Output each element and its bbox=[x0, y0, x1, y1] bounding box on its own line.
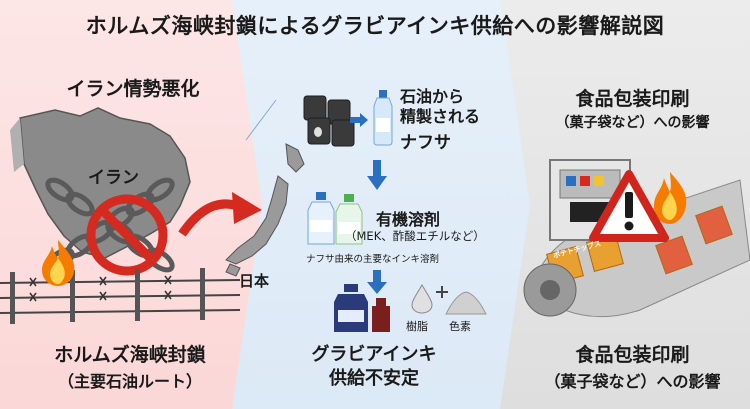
plus-icon bbox=[436, 286, 448, 298]
crude-oil-label: 石油から 精製される bbox=[400, 87, 480, 127]
resin-drop-icon bbox=[411, 284, 433, 314]
japan-label: 日本 bbox=[239, 272, 270, 290]
ink-bottles-icon bbox=[334, 284, 390, 332]
pigment-label: 色素 bbox=[449, 320, 471, 333]
organic-solvent-examples: （MEK、酢酸エチルなど） bbox=[345, 229, 485, 243]
gravure-ink-title: グラビアインキ bbox=[311, 344, 437, 365]
crude-oil-label-line1: 石油から bbox=[400, 87, 465, 106]
resin-label: 樹脂 bbox=[406, 320, 428, 333]
organic-solvent-note: ナフサ由来の主要なインキ溶剤 bbox=[306, 254, 440, 265]
small-arrow-right-icon bbox=[350, 113, 368, 127]
hormuz-blockade-subtitle: （主要石油ルート） bbox=[57, 372, 202, 391]
food-packaging-subtitle-bottom: （菓子袋など）への影響 bbox=[544, 372, 721, 391]
organic-solvent-title: 有機溶剤 bbox=[376, 210, 441, 229]
fire-icon bbox=[42, 240, 75, 286]
pigment-powder-icon bbox=[445, 291, 487, 315]
crude-oil-label-line2: 精製される bbox=[400, 107, 481, 126]
prohibition-icon bbox=[86, 194, 168, 276]
fire-icon-right bbox=[654, 172, 687, 224]
naphtha-label: ナフサ bbox=[400, 133, 451, 153]
solvent-bottles-icon bbox=[307, 192, 363, 245]
diagram-title: ホルムズ海峡封鎖によるグラビアインキ供給への影響解説図 bbox=[85, 14, 665, 38]
food-packaging-heading-top: 食品包装印刷 bbox=[575, 88, 690, 110]
blue-arrow-down-icon bbox=[367, 160, 387, 190]
gravure-ink-subtitle: 供給不安定 bbox=[329, 368, 419, 389]
blue-arrow-down-icon-2 bbox=[367, 270, 387, 294]
japan-map-icon bbox=[225, 99, 305, 277]
food-packaging-subtitle-top: （菓子袋など）への影響 bbox=[555, 115, 710, 131]
naphtha-bottle-icon bbox=[373, 90, 393, 146]
food-packaging-heading-bottom: 食品包装印刷 bbox=[575, 344, 690, 366]
hormuz-blockade-label: ホルムズ海峡封鎖 bbox=[54, 344, 206, 366]
iran-situation-heading: イラン情勢悪化 bbox=[66, 78, 200, 100]
oil-barrels-icon bbox=[303, 95, 355, 147]
barbed-wire-icon bbox=[0, 268, 241, 324]
warning-icon bbox=[589, 170, 669, 242]
red-arrow-icon bbox=[178, 192, 262, 237]
iran-label: イラン bbox=[88, 168, 139, 188]
